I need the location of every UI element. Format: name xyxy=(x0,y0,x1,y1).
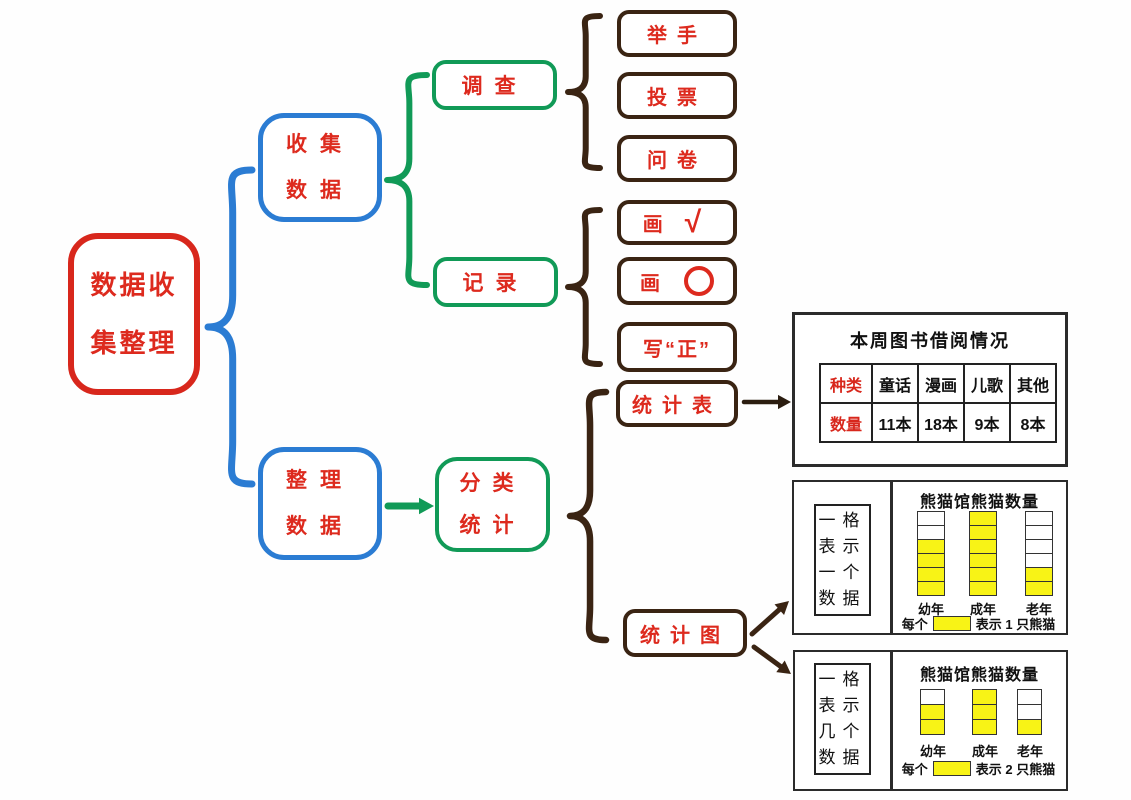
arrow-chart-up-head xyxy=(774,601,789,615)
empty-cell xyxy=(921,690,944,705)
collect-line1: 收集 xyxy=(286,132,354,156)
empty-cell xyxy=(1026,540,1052,554)
filled-cell xyxy=(970,554,996,568)
circle-icon xyxy=(684,266,714,296)
filled-cell xyxy=(918,554,944,568)
classify-line1: 分类 xyxy=(459,471,526,495)
node-stat-chart: 统计图 xyxy=(623,609,747,657)
node-organize-data: 整理 数据 xyxy=(258,447,382,560)
filled-cell xyxy=(970,512,996,526)
node-draw-check: 画 √ xyxy=(617,200,737,245)
note-box-2: 一格表示几个数据 xyxy=(814,663,871,775)
empty-cell xyxy=(1026,554,1052,568)
arrow-chart-down xyxy=(751,644,783,669)
filled-cell xyxy=(970,526,996,540)
cat-label: 幼年 xyxy=(917,602,944,617)
arrow-organize-to-classify-head xyxy=(419,497,434,515)
node-write-zheng: 写“正” xyxy=(617,322,737,372)
cat-label: 老年 xyxy=(1025,602,1052,617)
check-icon: √ xyxy=(684,205,712,239)
empty-cell xyxy=(1026,526,1052,540)
panel-divider xyxy=(890,652,893,789)
brace-classify xyxy=(566,388,610,644)
chart-title-1: 熊猫馆熊猫数量 xyxy=(919,494,1039,511)
root-line1: 数据收 xyxy=(90,270,178,300)
legend-2: 每个 表示 2 只熊猫 xyxy=(901,761,1056,777)
node-raise-hand: 举手 xyxy=(617,10,737,57)
filled-cell xyxy=(918,540,944,554)
filled-cell xyxy=(918,582,944,595)
node-record: 记录 xyxy=(433,257,558,307)
empty-cell xyxy=(918,512,944,526)
note-text-1: 一格表示一个数据 xyxy=(818,511,867,608)
brace-record xyxy=(565,207,603,367)
root-line2: 集整理 xyxy=(90,328,178,358)
filled-cell xyxy=(918,568,944,582)
node-vote: 投票 xyxy=(617,72,737,119)
book-table-panel: 本周图书借阅情况 种类 童话 漫画 儿歌 其他 数量 11本 18本 9本 8本 xyxy=(792,312,1068,467)
bar-adult xyxy=(972,689,997,735)
pictograph-panel-1: 一格表示一个数据 熊猫馆熊猫数量 幼年 成年 老年 每个 表示 1 只熊猫 xyxy=(792,480,1068,635)
classify-line2: 统计 xyxy=(459,513,526,537)
arrow-table-head xyxy=(778,394,791,410)
table-row: 数量 11本 18本 9本 8本 xyxy=(819,402,1057,443)
book-table: 种类 童话 漫画 儿歌 其他 数量 11本 18本 9本 8本 xyxy=(819,363,1057,443)
filled-cell xyxy=(921,705,944,720)
node-questionnaire: 问卷 xyxy=(617,135,737,182)
cat-label: 幼年 xyxy=(919,744,946,759)
empty-cell xyxy=(1018,690,1041,705)
filled-cell xyxy=(1026,568,1052,582)
legend-swatch xyxy=(932,616,971,631)
table-title: 本周图书借阅情况 xyxy=(850,331,1010,351)
bar-adult xyxy=(969,511,997,596)
empty-cell xyxy=(1018,705,1041,720)
bar-young xyxy=(917,511,945,596)
brace-survey xyxy=(565,13,603,171)
brace-collect xyxy=(384,72,430,288)
filled-cell xyxy=(973,690,996,705)
filled-cell xyxy=(973,720,996,734)
survey-label: 调查 xyxy=(461,75,528,98)
node-survey: 调查 xyxy=(432,60,557,110)
filled-cell xyxy=(1018,720,1041,734)
panel-divider xyxy=(890,482,893,633)
node-draw-circle: 画 xyxy=(617,257,737,305)
filled-cell xyxy=(970,582,996,595)
root-node: 数据收 集整理 xyxy=(68,233,200,395)
arrow-chart-up xyxy=(749,607,782,637)
legend-swatch xyxy=(932,761,971,776)
empty-cell xyxy=(918,526,944,540)
note-box-1: 一格表示一个数据 xyxy=(814,504,871,616)
cat-label: 成年 xyxy=(971,744,998,759)
node-stat-table: 统计表 xyxy=(616,380,738,427)
bar-young xyxy=(920,689,945,735)
pictograph-panel-2: 一格表示几个数据 熊猫馆熊猫数量 幼年 成年 老年 每个 表示 2 只熊猫 xyxy=(793,650,1068,791)
note-text-2: 一格表示几个数据 xyxy=(818,670,867,767)
cat-label: 老年 xyxy=(1016,744,1043,759)
brace-root xyxy=(204,166,256,488)
record-label: 记录 xyxy=(462,272,529,295)
filled-cell xyxy=(973,705,996,720)
node-collect-data: 收集 数据 xyxy=(258,113,382,222)
organize-line1: 整理 xyxy=(286,468,354,492)
empty-cell xyxy=(1026,512,1052,526)
bar-elder xyxy=(1025,511,1053,596)
filled-cell xyxy=(970,568,996,582)
filled-cell xyxy=(970,540,996,554)
legend-1: 每个 表示 1 只熊猫 xyxy=(901,616,1056,632)
bar-elder xyxy=(1017,689,1042,735)
chart-title-2: 熊猫馆熊猫数量 xyxy=(919,667,1039,684)
collect-line2: 数据 xyxy=(286,178,354,202)
table-row: 种类 童话 漫画 儿歌 其他 xyxy=(819,363,1057,404)
cat-label: 成年 xyxy=(969,602,996,617)
filled-cell xyxy=(1026,582,1052,595)
organize-line2: 数据 xyxy=(286,514,354,538)
node-classify-count: 分类 统计 xyxy=(435,457,550,552)
arrow-chart-down-head xyxy=(776,660,791,674)
filled-cell xyxy=(921,720,944,734)
